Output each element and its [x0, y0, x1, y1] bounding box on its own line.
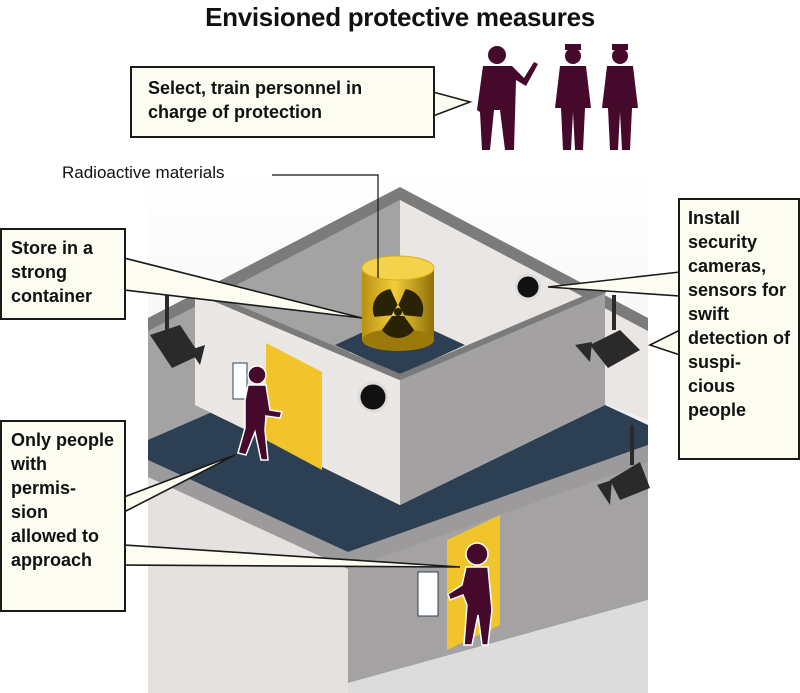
front-rim: [193, 287, 607, 381]
radiation-icon: [372, 289, 424, 338]
radioactive-materials-label: Radioactive materials: [62, 163, 225, 182]
lower-left-wall: [148, 475, 348, 693]
security-camera-icon: [597, 425, 650, 505]
callout-permission: Only people with permis- sion allowed to…: [0, 420, 126, 612]
guard-icon: [555, 44, 591, 150]
dome-camera-icon: [357, 381, 389, 413]
security-camera-icon: [150, 295, 205, 368]
person-walking-icon: [447, 542, 493, 646]
person-pointing-icon: [477, 46, 538, 150]
walkway: [148, 405, 648, 552]
radioactive-container: [361, 255, 435, 351]
personnel-figures: [477, 44, 638, 150]
upper-door: [266, 343, 322, 470]
walkway-edge: [148, 445, 648, 569]
security-camera-icon: [575, 295, 640, 368]
keypad-icon: [232, 362, 248, 400]
ground: [348, 600, 648, 693]
leader-line: [272, 174, 379, 278]
callout-personnel: Select, train personnel in charge of pro…: [130, 66, 435, 138]
callout-container: Store in a strong container: [0, 228, 126, 320]
person-walking-icon: [237, 365, 283, 461]
callout-cameras: Install security cameras, sensors for sw…: [678, 198, 800, 460]
upper-right-wall: [400, 293, 605, 505]
guard-icon: [602, 44, 638, 150]
page-title: Envisioned protective measures: [205, 2, 595, 32]
dome-camera-icon: [514, 273, 542, 301]
keypad-icon: [417, 571, 439, 617]
